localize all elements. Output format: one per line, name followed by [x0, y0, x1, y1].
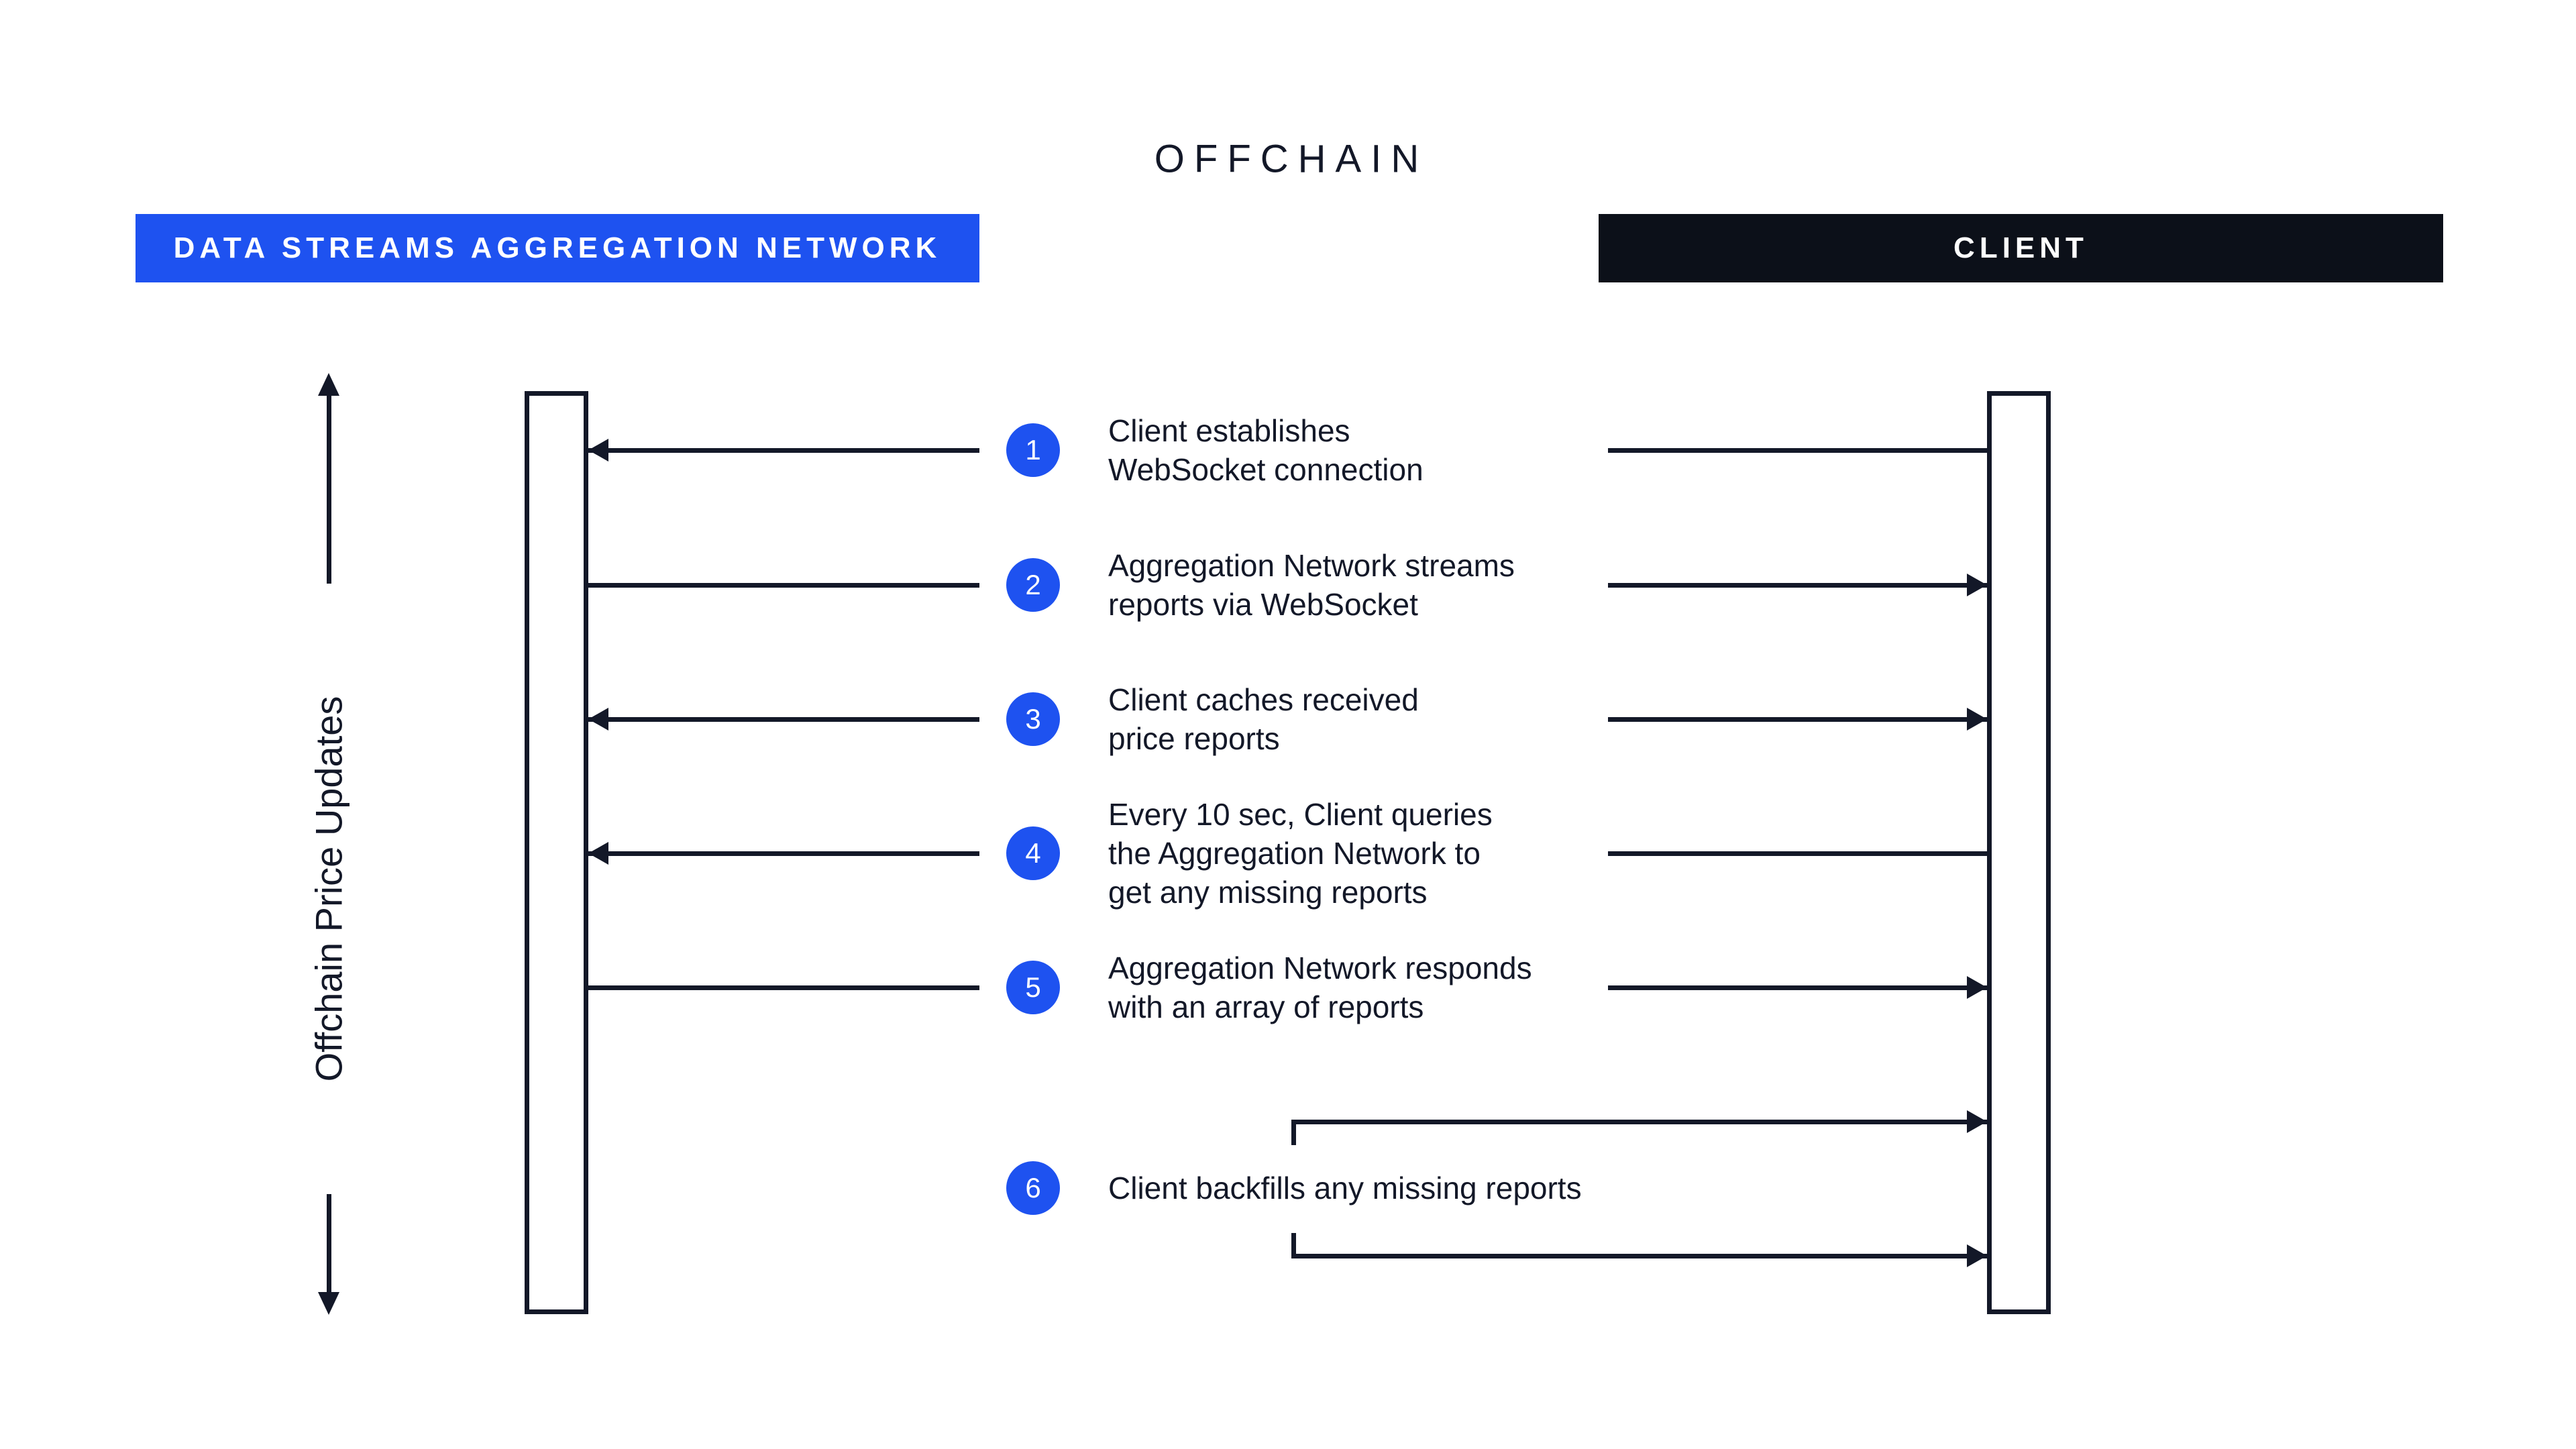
- step5-arrow-left-line: [588, 985, 979, 990]
- axis-line-top: [326, 394, 331, 584]
- actor-banner-client: CLIENT: [1599, 214, 2443, 282]
- step3-arrowhead-left-icon: [588, 708, 608, 731]
- step4-badge: 4: [1006, 826, 1060, 880]
- step6-badge: 6: [1006, 1161, 1060, 1215]
- step2-badge: 2: [1006, 558, 1060, 612]
- step1-badge: 1: [1006, 423, 1060, 477]
- step4-label: Every 10 sec, Client queries the Aggrega…: [1108, 797, 1493, 910]
- step5-arrow-left: [588, 985, 979, 990]
- step5-number: 5: [1025, 971, 1041, 1003]
- step3-arrow-left: [588, 708, 979, 731]
- step1-label: Client establishes WebSocket connection: [1108, 413, 1424, 487]
- step1-arrow-left-line: [588, 447, 979, 453]
- axis-arrow-down-icon: [318, 1292, 339, 1315]
- step2-arrow-left: [588, 582, 979, 588]
- step3-arrow-right-line: [1608, 716, 1987, 722]
- step6-number: 6: [1025, 1172, 1041, 1203]
- step2-arrow-right: [1608, 574, 1987, 596]
- step2-arrow-right-line: [1608, 582, 1987, 588]
- step2-arrowhead-right-icon: [1967, 574, 1987, 596]
- step4-number: 4: [1025, 837, 1041, 869]
- step3-number: 3: [1025, 703, 1041, 735]
- step6-arrowhead-top-icon: [1967, 1110, 1987, 1133]
- lifeline-aggregation-network: [525, 391, 588, 1314]
- actor-banner-aggregation-network-label: DATA STREAMS AGGREGATION NETWORK: [173, 231, 942, 264]
- step3-label: Client caches received price reports: [1108, 682, 1419, 756]
- axis-line-bottom: [326, 1194, 331, 1293]
- step1-number: 1: [1025, 434, 1041, 466]
- step4-arrow-right-line: [1608, 851, 1987, 856]
- step5-badge: 5: [1006, 961, 1060, 1014]
- step2-arrow-left-line: [588, 582, 979, 588]
- step6-arrow-top-tick: [1291, 1119, 1296, 1145]
- step6-arrow-bottom: [1291, 1232, 1987, 1267]
- step3-badge: 3: [1006, 692, 1060, 746]
- axis-arrow-up-icon: [318, 373, 339, 396]
- step4-arrow-left-line: [588, 851, 979, 856]
- step6-arrow-bottom-line: [1291, 1253, 1987, 1258]
- step6-arrow-top: [1291, 1110, 1987, 1145]
- step4-arrow-right: [1608, 851, 1987, 856]
- step3-arrow-left-line: [588, 716, 979, 722]
- step5-arrow-right-line: [1608, 985, 1987, 990]
- step1-arrow-right: [1608, 447, 1987, 453]
- page-title: OFFCHAIN: [1154, 137, 1429, 181]
- step6-arrowhead-bottom-icon: [1967, 1244, 1987, 1267]
- step3-arrowhead-right-icon: [1967, 708, 1987, 731]
- step6-label: Client backfills any missing reports: [1108, 1171, 1582, 1205]
- step2-label: Aggregation Network streams reports via …: [1108, 548, 1515, 622]
- step1-arrow-left: [588, 439, 979, 462]
- step3-arrow-right: [1608, 708, 1987, 731]
- step4-arrow-left: [588, 842, 979, 865]
- step2-number: 2: [1025, 569, 1041, 600]
- step5-arrow-right: [1608, 976, 1987, 999]
- step5-arrowhead-right-icon: [1967, 976, 1987, 999]
- step6-arrow-bottom-tick: [1291, 1232, 1296, 1258]
- step1-arrow-right-line: [1608, 447, 1987, 453]
- lifeline-client: [1987, 391, 2051, 1314]
- step4-arrowhead-left-icon: [588, 842, 608, 865]
- actor-banner-client-label: CLIENT: [1953, 231, 2088, 264]
- step1-arrowhead-left-icon: [588, 439, 608, 462]
- step6-arrow-top-line: [1291, 1119, 1987, 1124]
- actor-banner-aggregation-network: DATA STREAMS AGGREGATION NETWORK: [136, 214, 979, 282]
- axis-label: Offchain Price Updates: [307, 696, 350, 1082]
- step5-label: Aggregation Network responds with an arr…: [1108, 951, 1532, 1024]
